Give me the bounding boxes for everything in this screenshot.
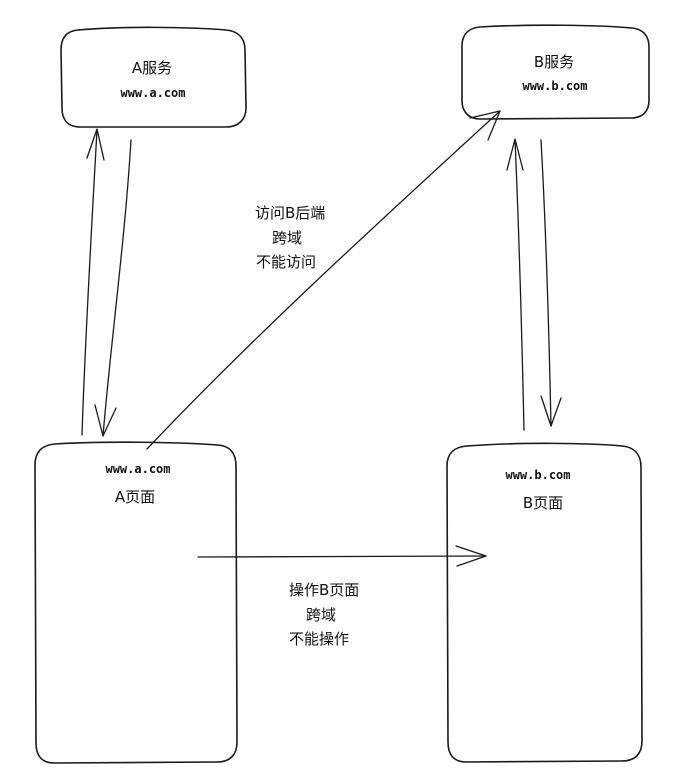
service-b-url: www.b.com [522,79,587,93]
arrow-page-a-to-page-b [197,545,487,567]
page-a-node: www.a.com A页面 [34,441,238,764]
arrow-page-a-to-service-a [81,128,105,436]
service-a-url: www.a.com [120,86,185,100]
page-b-url: www.b.com [505,468,570,482]
label-backend-line1: 访问B后端 [255,204,325,222]
label-page-line2: 跨域 [306,606,336,624]
service-b-title: B服务 [534,53,574,71]
arrow-service-a-to-page-a [94,139,132,437]
page-a-title: A页面 [115,488,155,506]
arrow-page-b-to-service-b [506,138,525,431]
arrow-page-a-to-service-b [146,110,501,450]
label-backend-line2: 跨域 [272,229,302,247]
service-a-title: A服务 [132,59,172,77]
label-backend-line3: 不能访问 [256,253,316,271]
label-page-line1: 操作B页面 [289,581,359,599]
arrow-service-b-to-page-b [540,139,562,427]
service-a-node: A服务 www.a.com [60,26,247,128]
service-b-node: B服务 www.b.com [461,24,650,120]
label-page-line3: 不能操作 [289,630,349,648]
page-b-node: www.b.com B页面 [446,442,643,763]
page-a-url: www.a.com [105,462,170,476]
page-b-title: B页面 [523,494,563,512]
label-page-cross-origin: 操作B页面 跨域 不能操作 [289,581,359,648]
label-backend-cross-origin: 访问B后端 跨域 不能访问 [255,204,325,271]
